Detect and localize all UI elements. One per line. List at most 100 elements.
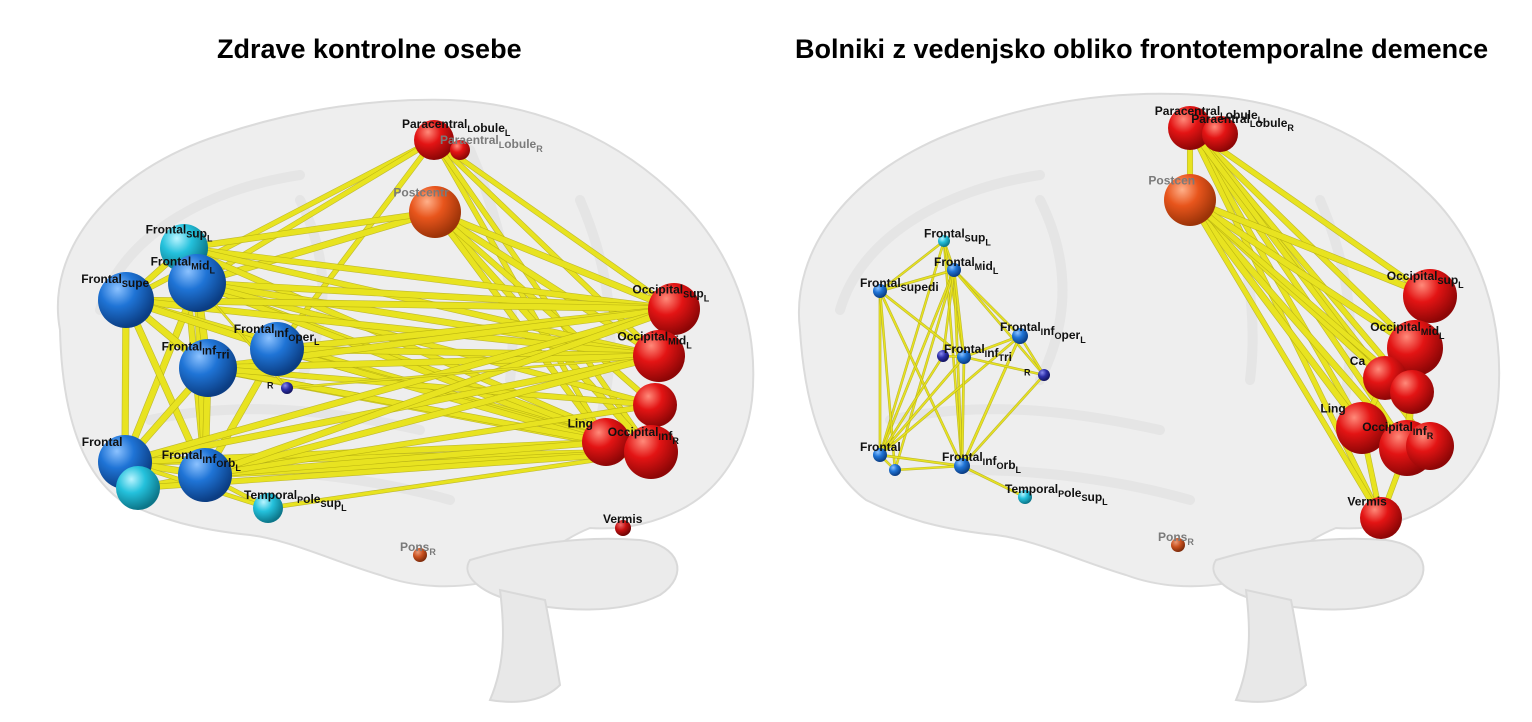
node-label-text-R_frontal_sup_L-1: up xyxy=(971,230,986,244)
node-label-sub-R_frontal_sup_med-0: S xyxy=(901,283,907,293)
edge-right-14 xyxy=(1187,197,1384,521)
labels-layer: ParacentralLobuleLParaentralLobuleRPostc… xyxy=(81,104,1464,557)
node-label-text-L_frontal_mid_L-0: Frontal xyxy=(151,255,192,269)
node-label-sub-L_frontal_inf_tri-0: I xyxy=(202,347,205,357)
node-label-text-R_frontal_inf_tri-2: ri xyxy=(1004,350,1012,364)
node-label-text-L_frontal_inf_oper_L-2: per xyxy=(295,330,314,344)
node-label-text-R_frontal_inf_oper_L-2: per xyxy=(1062,328,1081,342)
node-R_insula xyxy=(1038,369,1050,381)
node-label-R_temporal_pole: TemporalPoleSupL xyxy=(1005,482,1108,507)
node-label-text-R_frontal_sup_med-0: Frontal xyxy=(860,276,901,290)
node-label-sub-R_paracentral_R-1: L xyxy=(1250,119,1256,129)
node-label-text-R_occipital_inf-0: Occipital xyxy=(1362,420,1413,434)
node-label-text-R_paracentral_R-2: obule xyxy=(1255,116,1287,130)
edge-left-53 xyxy=(202,439,609,478)
node-label-R_frontal_orb_a: Frontal xyxy=(860,440,901,454)
node-label-sub-R_insula-0: R xyxy=(1024,367,1031,377)
node-label-sub-L_frontal_inf_tri-1: T xyxy=(216,351,222,361)
node-label-text-R_lingual-0: Ling xyxy=(1320,401,1345,415)
node-label-sub-L_paracentral_L-0: L xyxy=(467,124,473,134)
node-label-R_frontal_inf_tri: FrontalInfTri xyxy=(944,342,1012,364)
node-L_occipital_sup xyxy=(648,283,700,335)
node-label-sub-R_temporal_pole-1: S xyxy=(1081,493,1087,503)
node-label-sub-R_paracentral_L-1: L xyxy=(1258,115,1264,125)
node-L_paracentral_R xyxy=(450,140,470,160)
node-R_frontal_orb_c xyxy=(889,464,901,476)
node-label-sub-L_frontal_inf_oper_L-2: L xyxy=(314,337,320,347)
edge-right-5 xyxy=(1187,125,1415,395)
node-label-L_occipital_mid: OccipitalMidL xyxy=(617,329,692,350)
edge-right-51 xyxy=(879,355,944,456)
edge-right-9 xyxy=(1187,197,1433,299)
node-label-text-L_frontal_inf_tri-1: nf xyxy=(205,344,217,358)
node-label-text-L_occipital_mid-1: id xyxy=(676,333,687,347)
node-label-sub-L_occipital_inf-1: R xyxy=(672,436,679,446)
edge-left-50 xyxy=(122,306,677,465)
node-label-sub-R_paracentral_R-2: R xyxy=(1287,123,1294,133)
edge-right-48 xyxy=(894,465,963,471)
node-L_temporal_pole xyxy=(253,493,283,523)
node-label-R_insula: R xyxy=(1024,367,1031,377)
node-label-L_occipital_sup: OccipitalSupL xyxy=(632,282,709,303)
edge-right-44 xyxy=(963,356,1045,376)
edge-right-29 xyxy=(953,269,963,467)
brain-silhouette-right xyxy=(797,92,1501,703)
node-label-text-L_postcentral-0: Postcentr xyxy=(393,185,449,199)
edge-left-54 xyxy=(202,402,658,478)
node-R_frontal_inf_oper_L xyxy=(1012,328,1028,344)
node-R_occipital_inf_b xyxy=(1406,422,1454,470)
edge-left-1 xyxy=(431,137,662,359)
node-label-L_frontal_orb_a: Frontal xyxy=(82,435,123,449)
node-label-sub-R_frontal_inf_tri-1: T xyxy=(999,353,1005,363)
node-L_postcentral xyxy=(409,186,461,238)
node-label-text-L_frontal_orb_b-1: nf xyxy=(205,452,217,466)
node-label-sub-L_frontal_orb_b-1: O xyxy=(216,459,223,469)
edge-right-39 xyxy=(961,335,1021,467)
node-label-text-L_frontal_inf_tri-2: ri xyxy=(222,348,230,362)
node-R_frontal_sup_med xyxy=(873,284,887,298)
node-L_frontal_orb_c xyxy=(116,466,160,510)
node-label-L_lingual: Ling xyxy=(568,417,593,431)
edge-right-50 xyxy=(961,374,1045,467)
node-label-text-L_paracentral_L-1: obule xyxy=(473,121,505,135)
node-label-text-L_frontal_orb_a-0: Frontal xyxy=(82,435,123,449)
node-label-text-L_frontal_sup_med-2: e xyxy=(143,276,150,290)
node-label-R_vermis: Vermis xyxy=(1347,494,1387,508)
node-label-sub-L_occipital_sup-1: L xyxy=(704,293,710,303)
nodes-layer xyxy=(98,106,1457,562)
edge-right-0 xyxy=(1187,125,1433,299)
edge-right-32 xyxy=(953,269,1045,376)
node-label-text-R_frontal_orb_a-0: Frontal xyxy=(860,440,901,454)
edge-right-41 xyxy=(879,335,1021,456)
node-label-text-L_temporal_pole-1: ole xyxy=(303,492,321,506)
node-label-sub-R_temporal_pole-0: P xyxy=(1058,489,1064,499)
node-label-L_frontal_sup_L: FrontalSupL xyxy=(146,223,213,244)
node-label-sub-R_pons-0: R xyxy=(1187,537,1194,547)
edge-right-33 xyxy=(894,269,955,471)
node-label-text-R_frontal_sup_L-0: Frontal xyxy=(924,226,965,240)
panel-title-bvftd-patients: Bolniki z vedenjsko obliko frontotempora… xyxy=(795,34,1489,64)
edge-right-30 xyxy=(953,269,965,358)
node-label-sub-L_paracentral_R-1: L xyxy=(499,140,505,150)
node-label-text-R_frontal_orb_b-0: Frontal xyxy=(942,450,983,464)
node-label-text-R_occipital_mid-0: Occipital xyxy=(1370,320,1421,334)
node-L_insula xyxy=(281,382,293,394)
node-label-text-L_vermis-0: Vermis xyxy=(603,512,643,526)
node-label-text-L_pons-0: Pons xyxy=(400,540,430,554)
node-L_frontal_inf_tri xyxy=(179,339,237,397)
edge-left-12 xyxy=(181,209,438,251)
node-label-sub-L_pons-0: R xyxy=(429,547,436,557)
panel-title-healthy-controls: Zdrave kontrolne osebe xyxy=(217,34,522,64)
node-R_frontal_inf_tri xyxy=(957,350,971,364)
edge-right-10 xyxy=(1187,197,1418,351)
node-L_vermis xyxy=(615,520,631,536)
node-L_frontal_inf_oper_L xyxy=(250,322,304,376)
node-L_occipital_mid xyxy=(633,330,685,382)
node-label-sub-L_paracentral_R-2: R xyxy=(536,144,543,154)
edge-right-52 xyxy=(942,269,955,357)
node-label-text-R_occipital_mid-1: id xyxy=(1428,324,1439,338)
node-label-text-R_vermis-0: Vermis xyxy=(1347,494,1387,508)
edge-left-8 xyxy=(432,209,662,359)
node-label-sub-L_insula-0: R xyxy=(267,380,274,390)
node-L_frontal_sup_med xyxy=(98,272,154,328)
